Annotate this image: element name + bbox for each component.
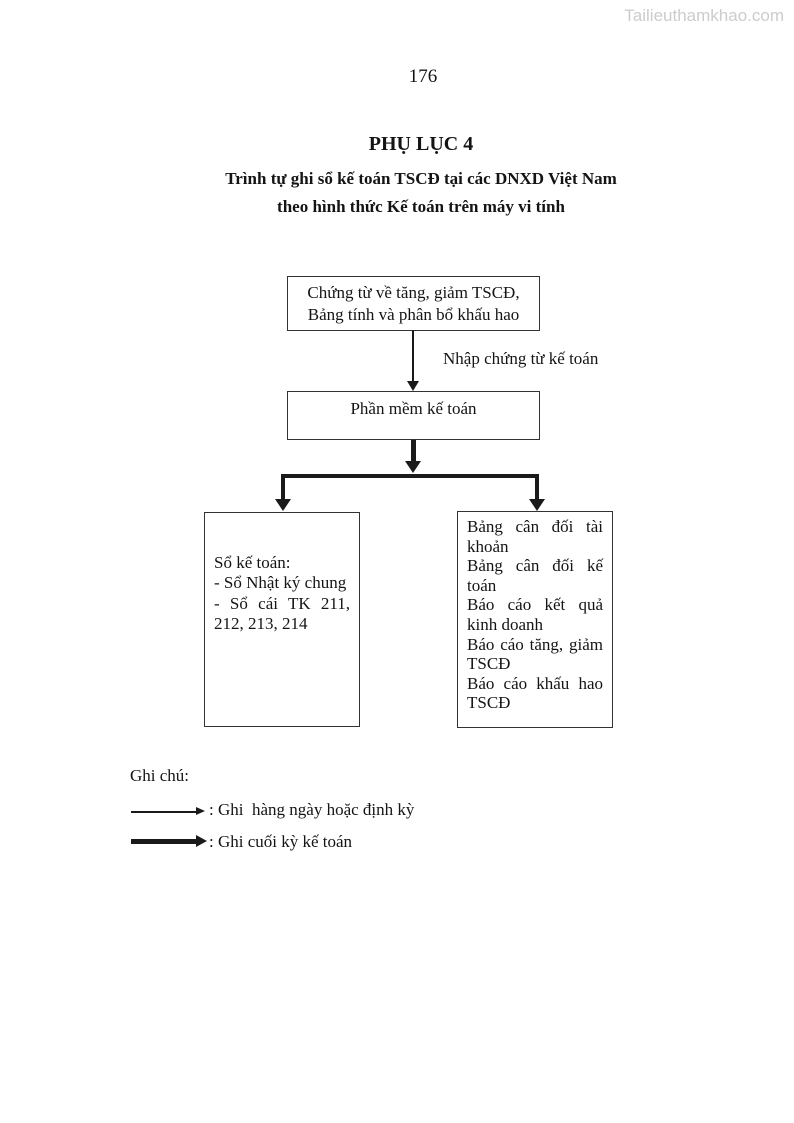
flowchart-box-reports: Bảng cân đối tài khoản Bảng cân đối kế t… bbox=[457, 511, 613, 728]
arrow-down-thin-icon bbox=[407, 381, 419, 391]
flowchart-box-ledgers: Sổ kế toán: - Sổ Nhật ký chung - Sổ cái … bbox=[204, 512, 360, 727]
ledgers-paragraph: Sổ kế toán: bbox=[214, 553, 291, 572]
arrow-down-thick-left-icon bbox=[275, 499, 291, 511]
branch-horizontal-line bbox=[281, 474, 539, 478]
arrow-down-thin-line bbox=[412, 330, 414, 382]
arrow-down-thick-right-icon bbox=[529, 499, 545, 511]
reports-paragraph: Bảng cân đối tài khoản bbox=[467, 517, 603, 556]
legend-thin-arrow-line bbox=[131, 811, 197, 813]
reports-paragraph: Báo cáo tăng, giảm TSCĐ bbox=[467, 634, 603, 674]
reports-paragraph: Bảng cân đối kế toán bbox=[467, 556, 603, 595]
legend-thin-arrow-icon bbox=[196, 807, 205, 815]
arrow-down-thick-left-line bbox=[281, 474, 285, 500]
flowchart-box-documents: Chứng từ về tăng, giảm TSCĐ, Bảng tính v… bbox=[287, 276, 540, 331]
reports-paragraph: Báo cáo khấu hao TSCĐ bbox=[467, 673, 603, 713]
arrow-down-thick-center-line bbox=[411, 440, 416, 462]
legend-period-end-label: : Ghi cuối kỳ kế toán bbox=[209, 832, 353, 851]
arrow-down-thick-right-line bbox=[535, 474, 539, 500]
watermark: Tailieuthamkhao.com bbox=[624, 6, 784, 25]
reports-paragraph: Báo cáo kết quả kinh doanh bbox=[467, 595, 603, 634]
flowchart-box-software: Phần mềm kế toán bbox=[287, 391, 540, 440]
ledgers-paragraph: - Sổ Nhật ký chung bbox=[214, 573, 347, 593]
page-number: 176 bbox=[408, 66, 438, 87]
arrow-label: Nhập chứng từ kế toán bbox=[443, 349, 599, 368]
legend-daily-label: : Ghi hàng ngày hoặc định kỳ bbox=[209, 800, 415, 819]
page-title: PHỤ LỤC 4 bbox=[368, 133, 474, 155]
legend-thick-arrow-icon bbox=[196, 835, 207, 847]
documents-box-line2: Bảng tính và phân bổ khấu hao bbox=[307, 304, 520, 324]
arrow-down-thick-center-icon bbox=[405, 461, 421, 473]
documents-box-line1: Chứng từ về tăng, giảm TSCĐ, bbox=[307, 282, 520, 302]
legend-heading: Ghi chú: bbox=[130, 766, 190, 785]
page-subtitle-line2: theo hình thức Kế toán trên máy vi tính bbox=[277, 197, 565, 216]
page-subtitle-line1: Trình tự ghi sổ kế toán TSCĐ tại các DNX… bbox=[225, 169, 617, 188]
ledgers-paragraph: - Sổ cái TK 211, 212, 213, 214 bbox=[214, 593, 350, 633]
legend-thick-arrow-line bbox=[131, 839, 197, 844]
